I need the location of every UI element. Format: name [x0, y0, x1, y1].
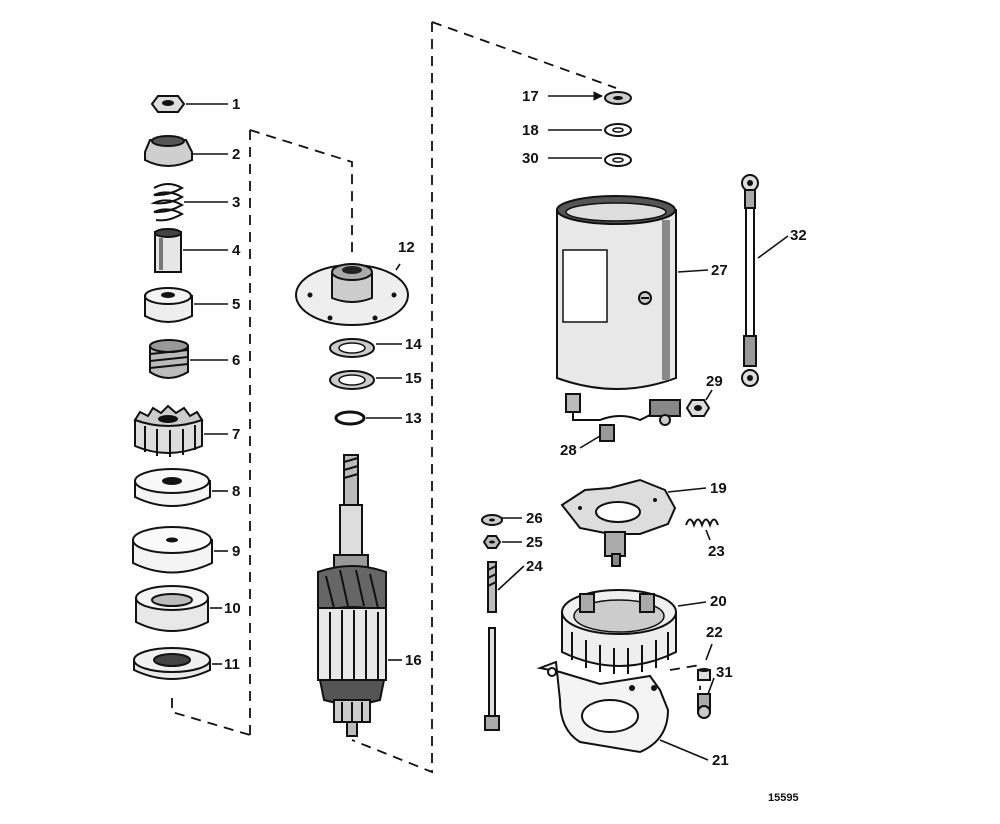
callout-27: 27: [711, 262, 728, 279]
callout-labels: 1 2 3 4 5 6 7 8 9 10 11 12 13 14 15 16 1…: [224, 88, 807, 804]
part-15-washer: [329, 370, 375, 390]
part-13-ring: [334, 410, 366, 426]
callout-29: 29: [706, 373, 723, 390]
callout-18: 18: [522, 122, 539, 139]
part-30-washer: [604, 153, 632, 167]
callout-17: 17: [522, 88, 539, 105]
callout-16: 16: [405, 652, 422, 669]
callout-10: 10: [224, 600, 241, 617]
callout-5: 5: [232, 296, 240, 313]
part-20-brush-holder: [561, 589, 677, 674]
callout-24: 24: [526, 558, 543, 575]
callout-1: 1: [232, 96, 240, 113]
part-10-retainer-ring: [135, 585, 209, 632]
part-29-nut: [685, 399, 711, 417]
part-3-spring: [150, 183, 185, 222]
callout-2: 2: [232, 146, 240, 163]
part-17-washer: [604, 91, 632, 105]
callout-22: 22: [706, 624, 723, 641]
callout-7: 7: [232, 426, 240, 443]
part-6-threaded-drive: [149, 339, 189, 379]
part-18-washer: [604, 123, 632, 137]
figure-number: 15595: [768, 792, 799, 804]
part-24-through-bolt: [484, 561, 500, 731]
part-25-lockwasher: [482, 535, 502, 549]
part-1-nut: [150, 95, 186, 113]
part-14-washer: [329, 338, 375, 358]
callout-3: 3: [232, 194, 240, 211]
part-21-mounting-bracket: [536, 660, 670, 754]
callout-13: 13: [405, 410, 422, 427]
part-9-drive-housing: [132, 526, 213, 574]
part-23-spring: [685, 518, 719, 528]
part-28-terminal-lead: [565, 393, 681, 442]
callout-12: 12: [398, 239, 415, 256]
part-11-cup: [133, 647, 211, 680]
part-32-cable: [741, 174, 759, 387]
part-19-brush-plate: [560, 478, 677, 567]
callout-31: 31: [716, 664, 733, 681]
part-22-nut: [697, 668, 711, 681]
callout-8: 8: [232, 483, 240, 500]
callout-30: 30: [522, 150, 539, 167]
part-26-washer: [481, 514, 503, 526]
leader-lines: [183, 91, 789, 761]
part-8-washer: [134, 468, 211, 507]
callout-11: 11: [224, 656, 240, 673]
callout-4: 4: [232, 242, 241, 259]
callout-20: 20: [710, 593, 727, 610]
callout-14: 14: [405, 336, 422, 353]
part-4-sleeve: [154, 228, 182, 273]
part-7-pinion-gear: [133, 404, 204, 457]
callout-19: 19: [710, 480, 727, 497]
part-16-armature: [317, 454, 387, 737]
callout-23: 23: [708, 543, 725, 560]
callout-25: 25: [526, 534, 543, 551]
callout-28: 28: [560, 442, 577, 459]
assembly-dashed-lines: [171, 21, 701, 774]
part-2-cap: [144, 135, 193, 167]
part-5-collar: [144, 287, 193, 323]
callout-9: 9: [232, 543, 240, 560]
callout-15: 15: [405, 370, 422, 387]
part-12-end-plate: [295, 263, 409, 326]
callout-26: 26: [526, 510, 543, 527]
part-31-screw: [697, 693, 711, 719]
callout-6: 6: [232, 352, 240, 369]
part-27-field-frame: [556, 195, 677, 390]
callout-21: 21: [712, 752, 729, 769]
callout-32: 32: [790, 227, 807, 244]
